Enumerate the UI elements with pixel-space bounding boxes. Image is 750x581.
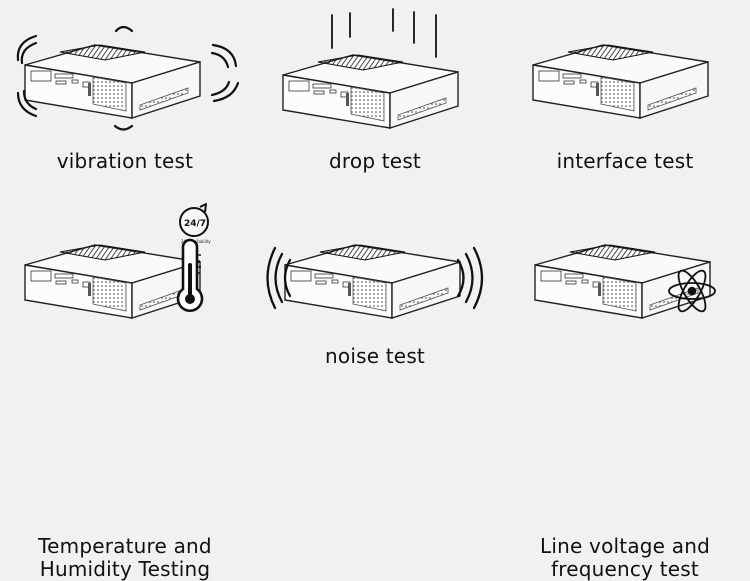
caption-line-1: Line voltage and — [540, 534, 710, 558]
clock-icon: 24/7 — [179, 203, 209, 237]
vibration-test-caption: vibration test — [56, 149, 194, 173]
line-voltage-frequency-caption: Line voltage and frequency test — [500, 535, 750, 581]
svg-text:24/7: 24/7 — [184, 219, 206, 229]
temperature-humidity-panel: 24/7 24/7 Reliability Temperature and Hu… — [0, 200, 250, 581]
drop-test-caption: drop test — [329, 149, 421, 173]
device-icon — [24, 244, 201, 319]
device-icon — [284, 244, 461, 319]
thermometer-icon — [176, 238, 204, 312]
device-icon — [24, 44, 201, 119]
device-icon — [534, 244, 711, 319]
temperature-humidity-caption: Temperature and Humidity Testing — [0, 535, 250, 581]
device-icon — [282, 54, 459, 129]
drop-lines-icon — [331, 8, 437, 58]
caption-line-2: Humidity Testing — [39, 557, 211, 581]
atom-icon — [668, 269, 716, 313]
noise-test-illustration — [266, 244, 484, 319]
device-icon — [532, 44, 709, 119]
line-voltage-frequency-illustration — [534, 244, 716, 319]
noise-test-panel: noise test — [250, 200, 500, 400]
interface-test-caption: interface test — [556, 149, 694, 173]
caption-line-2: frequency test — [551, 557, 699, 581]
drop-test-panel: drop test — [250, 0, 500, 200]
vibration-test-panel: vibration test — [0, 0, 250, 200]
temperature-humidity-illustration: 24/7 24/7 Reliability — [24, 203, 211, 319]
drop-test-illustration — [282, 8, 459, 129]
vibration-test-illustration — [16, 25, 240, 131]
noise-test-caption: noise test — [325, 344, 425, 368]
caption-line-1: Temperature and — [38, 534, 212, 558]
interface-test-panel: interface test — [500, 0, 750, 200]
vibration-waves-icon — [16, 25, 240, 131]
line-voltage-frequency-panel: Line voltage and frequency test — [500, 200, 750, 581]
sound-waves-icon — [266, 246, 484, 310]
